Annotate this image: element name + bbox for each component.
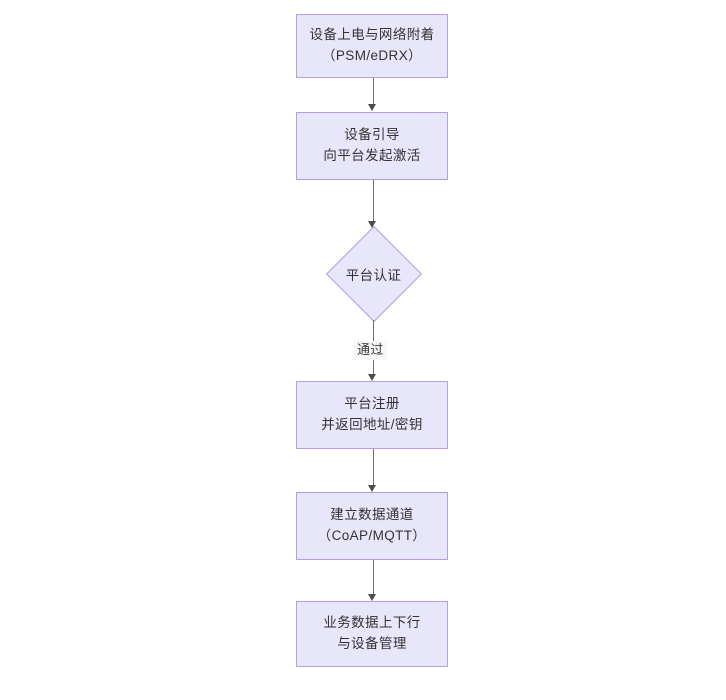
flow-node-establish-data-channel-line2: （CoAP/MQTT） xyxy=(317,528,427,543)
flow-node-service-data-and-device-management[interactable]: 业务数据上下行 与设备管理 xyxy=(296,601,448,667)
flow-connector-n4-n5 xyxy=(372,449,374,486)
flow-node-platform-registration[interactable]: 平台注册 并返回地址/密钥 xyxy=(296,381,448,449)
flow-node-service-data-and-device-management-line1: 业务数据上下行 xyxy=(323,615,421,631)
flow-node-platform-registration-line1: 平台注册 xyxy=(344,396,400,412)
flow-connector-n5-n6 xyxy=(372,560,374,595)
flow-node-establish-data-channel-line1: 建立数据通道 xyxy=(330,507,414,523)
arrow-down-icon-n1-n2 xyxy=(368,104,376,111)
arrow-down-icon-n4-n5 xyxy=(368,485,376,492)
flow-connector-n2-n3 xyxy=(372,180,374,222)
arrow-down-icon-n2-n3 xyxy=(368,221,376,228)
flow-connector-n1-n2 xyxy=(372,78,374,105)
flow-node-device-bootstrap-activation-line1: 设备引导 xyxy=(344,127,400,143)
flow-node-platform-registration-line2: 并返回地址/密钥 xyxy=(321,417,423,432)
flow-node-device-bootstrap-activation-line2: 向平台发起激活 xyxy=(323,148,421,163)
flow-node-service-data-and-device-management-line2: 与设备管理 xyxy=(337,636,407,651)
arrow-down-icon-n5-n6 xyxy=(368,594,376,601)
flow-node-device-bootstrap-activation[interactable]: 设备引导 向平台发起激活 xyxy=(296,112,448,180)
flow-node-platform-authentication-label: 平台认证 xyxy=(345,268,402,283)
flow-node-power-on-network-attach-line2: （PSM/eDRX） xyxy=(321,48,423,63)
flow-node-establish-data-channel[interactable]: 建立数据通道 （CoAP/MQTT） xyxy=(296,492,448,560)
arrow-down-icon-n3-n4 xyxy=(368,374,376,381)
edge-label-pass: 通过 xyxy=(354,341,387,360)
flow-node-power-on-network-attach[interactable]: 设备上电与网络附着 （PSM/eDRX） xyxy=(296,14,448,78)
flow-node-power-on-network-attach-line1: 设备上电与网络附着 xyxy=(309,27,435,43)
flow-node-platform-authentication[interactable]: 平台认证 xyxy=(325,225,422,323)
